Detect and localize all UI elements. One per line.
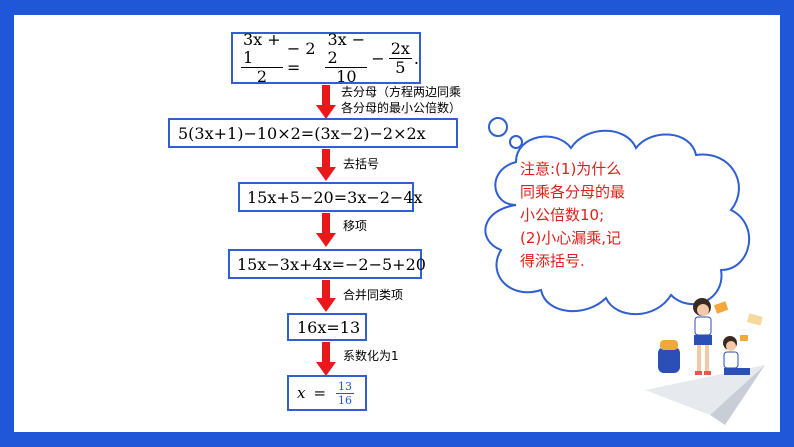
students-illustration — [645, 298, 765, 425]
equation-text: 15x+5−20=3x−2−4x — [247, 187, 423, 207]
fraction: 13 16 — [336, 379, 355, 407]
note-line: 注意:(1)为什么 — [520, 160, 622, 178]
denominator: 2 — [256, 66, 267, 86]
denominator: 5 — [395, 57, 406, 77]
step-label-text: 合并同类项 — [343, 288, 404, 302]
down-arrow-icon — [316, 213, 336, 247]
equation-text: 16x=13 — [297, 317, 361, 337]
step-label-4: 合并同类项 — [343, 287, 403, 303]
down-arrow-icon — [316, 342, 336, 376]
step-label-line: 去分母（方程两边同乘 — [341, 85, 462, 99]
down-arrow-icon — [316, 85, 336, 119]
numerator: 13 — [336, 379, 355, 394]
step-label-2: 去括号 — [343, 156, 379, 172]
equation-box-3: 15x+5−20=3x−2−4x — [238, 182, 423, 212]
step-label-text: 系数化为1 — [343, 349, 399, 363]
operator-text: − 2 = — [286, 39, 316, 77]
equation-box-4: 15x−3x+4x=−2−5+20 — [228, 249, 426, 279]
step-label-1: 去分母（方程两边同乘 各分母的最小公倍数） — [341, 84, 461, 116]
numerator: 2x — [388, 38, 412, 59]
down-arrow-icon — [316, 149, 336, 181]
down-arrow-icon — [316, 280, 336, 312]
note-line: 得添括号. — [520, 252, 585, 270]
equation-text: 15x−3x+4x=−2−5+20 — [237, 254, 426, 274]
note-line: 小公倍数10; — [520, 206, 605, 224]
numerator: 3x − 2 — [325, 30, 368, 68]
equation-box-5: 16x=13 — [287, 313, 367, 341]
step-label-text: 去括号 — [343, 157, 380, 171]
step-label-5: 系数化为1 — [343, 348, 399, 364]
equation-text: 5(3x+1)−10×2=(3x−2)−2×2x — [178, 123, 426, 143]
numerator: 3x + 1 — [241, 30, 283, 68]
equation-box-6: x = 13 16 — [287, 375, 367, 411]
equation-box-1: 3x + 1 2 − 2 = 3x − 2 10 − 2x 5 . — [231, 30, 421, 86]
step-label-3: 移项 — [343, 218, 367, 234]
denominator: 10 — [336, 66, 357, 86]
equals-sign: = — [313, 384, 327, 402]
note-line: (2)小心漏乘,记 — [520, 229, 622, 247]
step-label-line: 各分母的最小公倍数） — [341, 101, 462, 115]
step-label-text: 移项 — [343, 219, 368, 233]
fraction: 3x + 1 2 — [241, 30, 283, 86]
variable-x: x — [297, 384, 306, 402]
denominator: 16 — [338, 393, 353, 407]
equation-box-2: 5(3x+1)−10×2=(3x−2)−2×2x — [168, 118, 458, 148]
period: . — [413, 48, 419, 68]
fraction: 2x 5 — [388, 38, 412, 77]
thought-cloud — [484, 117, 750, 316]
operator-text: − — [371, 48, 385, 68]
fraction: 3x − 2 10 — [325, 30, 368, 86]
note-line: 同乘各分母的最 — [520, 183, 626, 201]
note-text: 注意:(1)为什么 同乘各分母的最 小公倍数10; (2)小心漏乘,记 得添括号… — [520, 158, 720, 273]
